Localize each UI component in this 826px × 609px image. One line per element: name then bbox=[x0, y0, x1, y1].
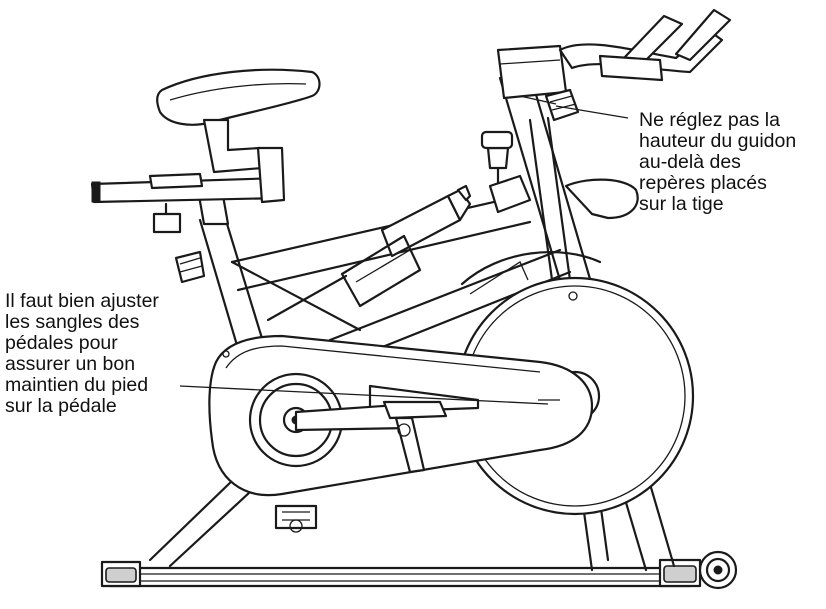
base-rail bbox=[108, 566, 692, 588]
handlebar-knob bbox=[544, 88, 580, 122]
callout-line: pédales pour bbox=[5, 332, 118, 354]
bottle-cage bbox=[340, 234, 422, 308]
callout-line: Il faut bien ajuster bbox=[5, 290, 159, 312]
callout-line: les sangles des bbox=[5, 311, 140, 333]
callout-leader-lines bbox=[179, 95, 629, 405]
transport-wheel bbox=[698, 550, 738, 590]
handlebar bbox=[558, 8, 732, 82]
saddle bbox=[156, 68, 321, 126]
callout-handlebar-height: Ne réglez pas la hauteur du guidon au-de… bbox=[639, 110, 796, 215]
seat-rail bbox=[90, 172, 284, 204]
callout-line: au-delà des bbox=[639, 151, 741, 173]
callout-line: sur la pédale bbox=[5, 395, 117, 417]
callout-line: assurer un bon bbox=[5, 353, 136, 375]
callout-line: repères placés bbox=[639, 172, 767, 194]
callout-pedal-straps: Il faut bien ajuster les sangles des péd… bbox=[5, 291, 159, 417]
flywheel-guard bbox=[460, 251, 602, 295]
handlebar-stem bbox=[496, 44, 568, 100]
handlebar-pad bbox=[564, 178, 639, 220]
callout-line: maintien du pied bbox=[5, 374, 149, 396]
rear-foot bbox=[100, 560, 142, 588]
saddle-post bbox=[202, 118, 286, 204]
front-foot bbox=[658, 558, 702, 588]
callout-line: sur la tige bbox=[639, 193, 724, 215]
water-bottle bbox=[380, 184, 472, 258]
leader-pedal bbox=[179, 385, 549, 405]
seat-slide-knob bbox=[152, 202, 182, 234]
pedal-bottom bbox=[274, 504, 318, 533]
callout-line: Ne réglez pas la bbox=[639, 109, 780, 131]
resistance-knob bbox=[480, 130, 532, 214]
callout-line: hauteur du guidon bbox=[639, 130, 797, 152]
seat-height-knob bbox=[174, 250, 206, 284]
leader-handlebar bbox=[555, 105, 629, 119]
guard-slot bbox=[368, 384, 480, 414]
pedal-top bbox=[382, 400, 448, 474]
rear-crossbar bbox=[266, 274, 348, 322]
